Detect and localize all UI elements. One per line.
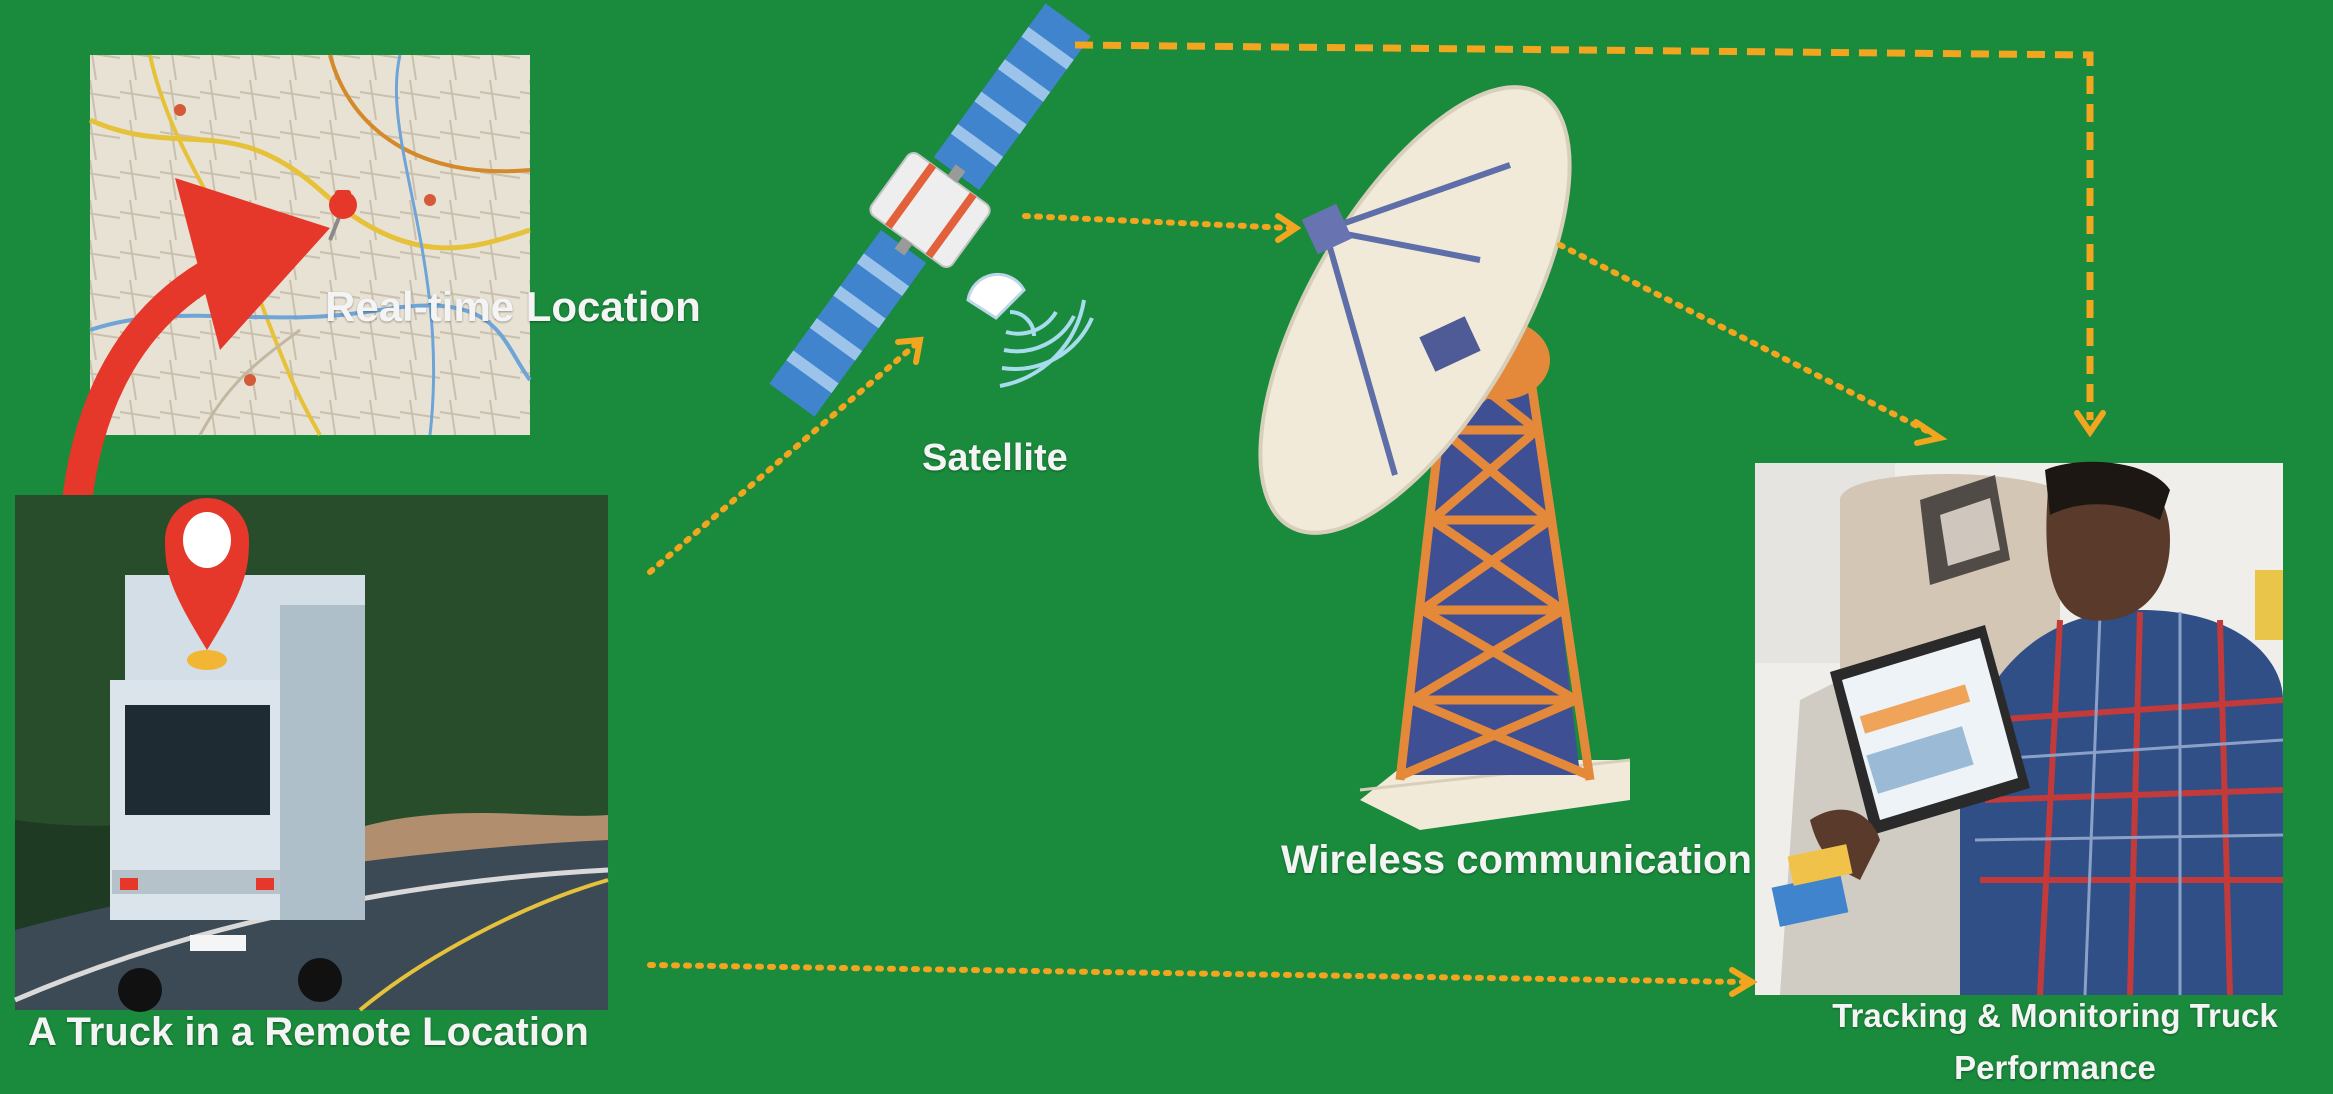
satellite-dish-icon: [1199, 41, 1631, 579]
signal-waves-icon: [1000, 300, 1092, 386]
tracking-label: Tracking & Monitoring Truck Performance: [1805, 990, 2305, 1094]
satellite-to-tracking-dashed-arrow: [1075, 45, 2090, 420]
dish-to-tracking-arrowhead: [1916, 422, 1940, 443]
wireless-communication-label: Wireless communication: [1281, 838, 1752, 883]
satellite-icon: [751, 0, 1108, 430]
satellite-to-dish-arrow: [1025, 216, 1290, 228]
dish-to-tracking-arrow: [1560, 245, 1935, 435]
truck-to-tracking-arrow: [650, 965, 1745, 982]
real-time-location-label: Real-time Location: [325, 283, 701, 331]
truck-label: A Truck in a Remote Location: [28, 1010, 589, 1055]
person-with-tablet-photo: [1755, 462, 2283, 995]
truck-photo: [15, 495, 608, 1012]
satellite-label: Satellite: [922, 437, 1068, 480]
